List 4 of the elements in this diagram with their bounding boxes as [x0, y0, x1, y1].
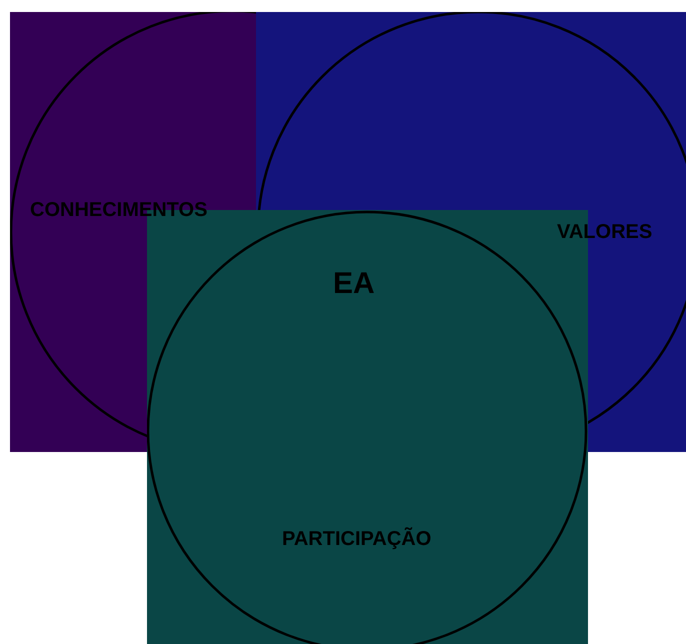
circle-label: CONHECIMENTOS: [30, 199, 208, 222]
circle-label: PARTICIPAÇÃO: [282, 528, 432, 551]
circle-label: VALORES: [557, 221, 652, 244]
center-label: EA: [333, 267, 375, 301]
